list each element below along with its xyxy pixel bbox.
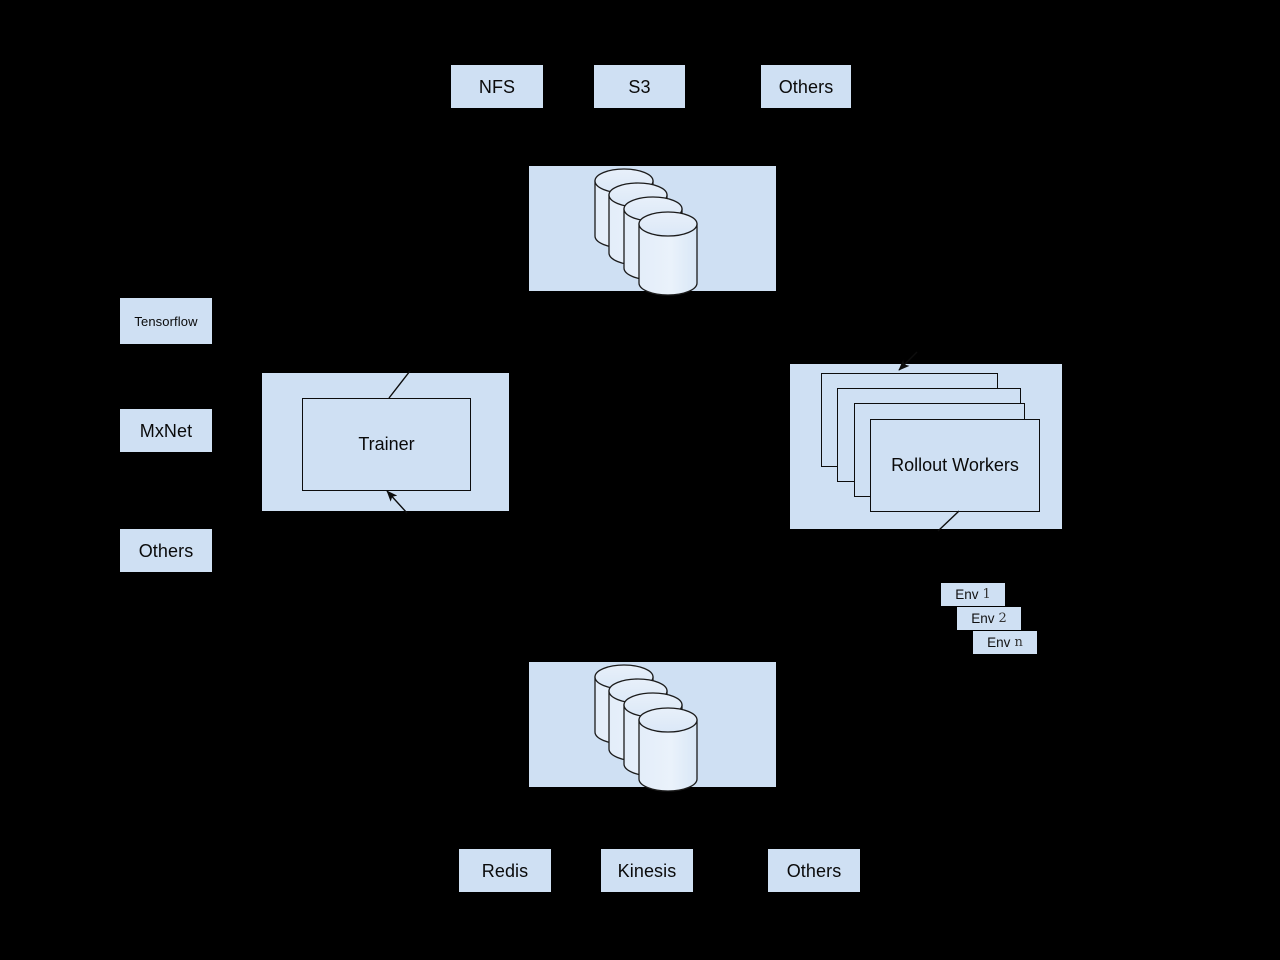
node-others-queue-label: Others bbox=[786, 860, 842, 881]
node-env-2[interactable]: Env 2 bbox=[957, 607, 1021, 630]
node-others-storage[interactable]: Others bbox=[761, 65, 851, 108]
node-nfs-label: NFS bbox=[478, 76, 516, 97]
node-env-n[interactable]: Env n bbox=[973, 631, 1037, 654]
node-rollout-workers[interactable]: Rollout Workers bbox=[870, 419, 1040, 512]
node-redis[interactable]: Redis bbox=[459, 849, 551, 892]
node-tensorflow[interactable]: Tensorflow bbox=[120, 298, 212, 344]
node-rollout-workers-label: Rollout Workers bbox=[891, 455, 1019, 475]
node-trainer[interactable]: Trainer bbox=[302, 398, 471, 491]
node-env-1-label: Env bbox=[955, 587, 979, 602]
node-s3[interactable]: S3 bbox=[594, 65, 685, 108]
node-kinesis[interactable]: Kinesis bbox=[601, 849, 693, 892]
node-tensorflow-label: Tensorflow bbox=[134, 313, 198, 329]
node-env-1[interactable]: Env 1 bbox=[941, 583, 1005, 606]
node-s3-label: S3 bbox=[628, 76, 651, 97]
node-env-2-label: Env bbox=[971, 611, 995, 626]
node-env-n-label: Env bbox=[987, 635, 1011, 650]
node-env-n-index: n bbox=[1014, 635, 1023, 650]
node-others-framework[interactable]: Others bbox=[120, 529, 212, 572]
node-redis-label: Redis bbox=[481, 860, 529, 881]
datastore-top-panel[interactable] bbox=[529, 166, 776, 291]
node-env-1-index: 1 bbox=[982, 587, 991, 602]
node-others-framework-label: Others bbox=[138, 540, 194, 561]
node-kinesis-label: Kinesis bbox=[617, 860, 677, 881]
datastore-bottom-panel[interactable] bbox=[529, 662, 776, 787]
node-nfs[interactable]: NFS bbox=[451, 65, 543, 108]
node-mxnet[interactable]: MxNet bbox=[120, 409, 212, 452]
node-mxnet-label: MxNet bbox=[139, 420, 193, 441]
node-trainer-label: Trainer bbox=[358, 434, 415, 454]
node-env-2-index: 2 bbox=[998, 611, 1007, 626]
node-others-storage-label: Others bbox=[778, 76, 834, 97]
node-others-queue[interactable]: Others bbox=[768, 849, 860, 892]
